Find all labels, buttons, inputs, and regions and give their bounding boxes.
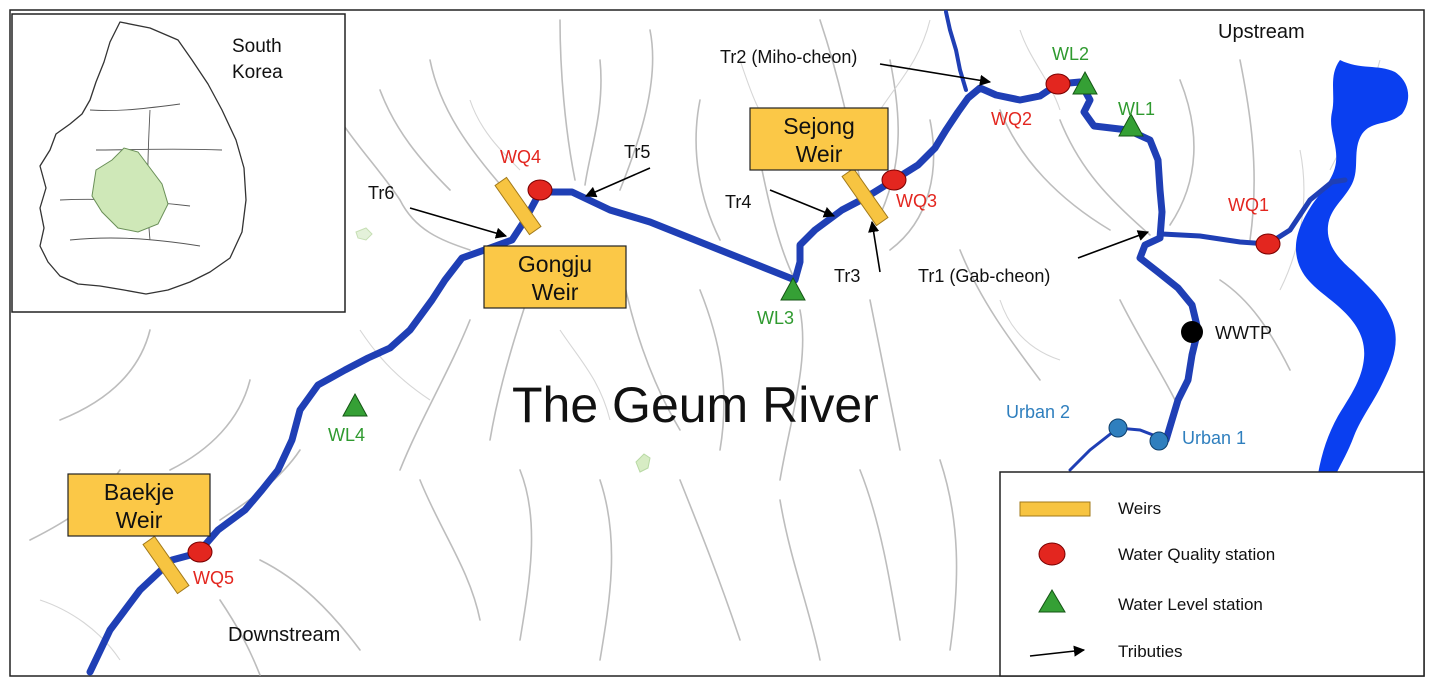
gongju-weir-bar	[494, 176, 542, 236]
baekje-weir-bar	[142, 535, 190, 595]
legend-wq-label: Water Quality station	[1118, 545, 1275, 564]
sejong-weir-bar	[841, 167, 889, 227]
tr5-label: Tr5	[624, 142, 650, 162]
downstream-label: Downstream	[228, 624, 340, 646]
wwtp-marker	[1181, 321, 1203, 343]
gongju-weir-label: Gongju Weir	[483, 245, 627, 309]
wl4-label: WL4	[328, 425, 365, 445]
wq4-label: WQ4	[500, 147, 541, 167]
legend-wq-swatch	[1038, 542, 1066, 566]
urban2-label: Urban 2	[1006, 402, 1070, 422]
reservoir	[1295, 60, 1409, 474]
wq2-label: WQ2	[991, 109, 1032, 129]
inset-map: South Korea	[11, 13, 346, 313]
urban1-marker	[1149, 431, 1169, 451]
svg-text:Weir: Weir	[116, 507, 163, 533]
tr3-label: Tr3	[834, 266, 860, 286]
small-lake	[355, 227, 373, 241]
wl3-label: WL3	[757, 308, 794, 328]
legend-weirs-label: Weirs	[1118, 499, 1161, 518]
wl4-marker	[342, 392, 368, 417]
legend-trib-swatch	[1029, 645, 1086, 657]
legend-wl-swatch	[1038, 589, 1066, 613]
tr2-label: Tr2 (Miho-cheon)	[720, 47, 857, 67]
wq4-marker	[527, 179, 553, 201]
legend: Weirs Water Quality station Water Level …	[999, 471, 1425, 677]
sejong-weir-label: Sejong Weir	[749, 107, 889, 171]
urban1-label: Urban 1	[1182, 428, 1246, 448]
inset-country-line1: South	[232, 36, 282, 57]
svg-text:Weir: Weir	[532, 279, 579, 305]
wq3-label: WQ3	[896, 191, 937, 211]
legend-wl-label: Water Level station	[1118, 595, 1263, 614]
wl1-label: WL1	[1118, 99, 1155, 119]
svg-text:Sejong: Sejong	[783, 113, 855, 139]
wq5-marker	[187, 541, 213, 563]
inset-country-line2: Korea	[232, 62, 283, 83]
tr4-label: Tr4	[725, 192, 751, 212]
gab-cheon-branch	[1159, 177, 1348, 247]
urban2-marker	[1108, 418, 1128, 438]
wl1-marker	[1118, 112, 1144, 137]
svg-text:Baekje: Baekje	[104, 479, 174, 505]
tr6-label: Tr6	[368, 183, 394, 203]
wl3-marker	[780, 276, 806, 301]
study-area	[91, 147, 169, 233]
wq5-label: WQ5	[193, 568, 234, 588]
wq1-label: WQ1	[1228, 195, 1269, 215]
wq2-marker	[1045, 73, 1071, 95]
wl2-label: WL2	[1052, 44, 1089, 64]
wq1-marker	[1255, 233, 1281, 255]
map-title: The Geum River	[512, 377, 879, 433]
wq3-marker	[881, 169, 907, 191]
wwtp-label: WWTP	[1215, 323, 1272, 343]
tr1-label: Tr1 (Gab-cheon)	[918, 266, 1050, 286]
legend-weir-swatch	[1019, 501, 1091, 517]
legend-trib-label: Tributies	[1118, 642, 1183, 661]
baekje-weir-label: Baekje Weir	[67, 473, 211, 537]
svg-text:Weir: Weir	[796, 141, 843, 167]
upstream-label: Upstream	[1218, 21, 1305, 43]
svg-text:Gongju: Gongju	[518, 251, 592, 277]
wl2-marker	[1072, 70, 1098, 95]
small-lake	[635, 453, 651, 473]
tributary-arrows	[409, 63, 1150, 273]
